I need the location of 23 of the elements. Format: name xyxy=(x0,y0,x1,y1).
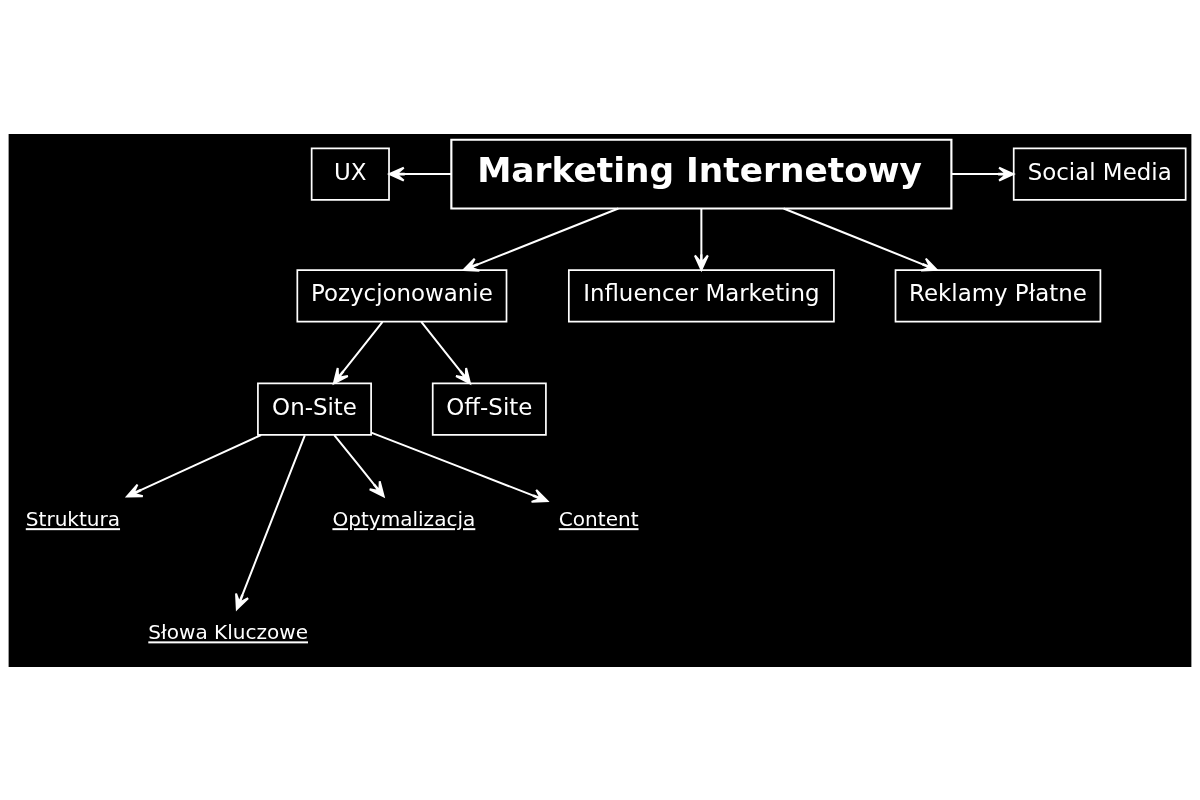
node-text: Struktura xyxy=(25,506,121,531)
node-box: Social Media xyxy=(1012,146,1187,201)
node-box: Pozycjonowanie xyxy=(296,268,508,323)
node-box: Off-Site xyxy=(431,381,547,436)
arrow xyxy=(693,208,709,271)
node-box: Influencer Marketing xyxy=(568,268,835,323)
arrow xyxy=(126,433,262,497)
arrow xyxy=(370,431,549,503)
node-box: On-Site xyxy=(257,381,372,436)
node-box: Marketing Internetowy xyxy=(450,138,953,210)
arrow xyxy=(388,166,451,182)
node-box: UX xyxy=(310,146,390,201)
arrow xyxy=(783,207,938,272)
arrow xyxy=(951,166,1015,182)
arrow xyxy=(235,434,306,610)
arrow xyxy=(420,320,471,384)
arrow xyxy=(333,433,385,497)
node-box: Reklamy Płatne xyxy=(894,268,1102,323)
node-text: Słowa Kluczowe xyxy=(148,619,309,644)
node-text: Content xyxy=(558,506,639,531)
arrow xyxy=(332,320,384,384)
node-text: Optymalizacja xyxy=(332,506,476,531)
arrow xyxy=(462,207,619,272)
